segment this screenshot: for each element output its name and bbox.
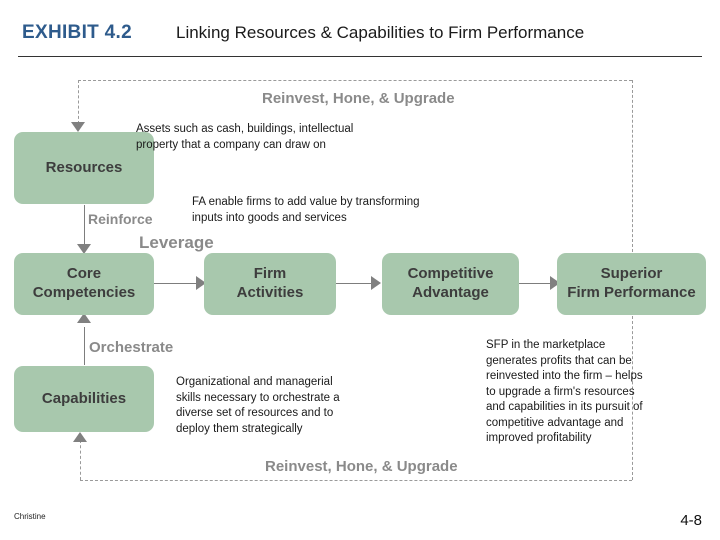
arrow-capabilities-to-core-competencies [77,313,91,323]
node-resources-label: Resources [45,158,123,176]
stage-label-reinvest-top: Reinvest, Hone, & Upgrade [262,90,455,107]
feedback-loop-arrow-into-capabilities [73,432,87,442]
arrow-core-competencies-to-firm-activities [196,276,206,290]
node-core-competencies[interactable]: Core Competencies [14,253,154,315]
annotation-capabilities-line3: diverse set of resources and to [176,407,334,420]
annotation-performance-line6: competitive advantage and [486,416,624,429]
annotation-performance-line1: SFP in the marketplace [486,339,606,351]
arrow-firm-activities-to-competitive-advantage [371,276,381,290]
annotation-performance-line3: reinvested into the firm – helps [486,370,643,383]
feedback-loop-arrow-into-resources [71,122,85,132]
stage-label-leverage: Leverage [139,233,214,252]
stage-label-reinforce: Reinforce [88,211,153,227]
annotation-capabilities: Organizational and managerial skills nec… [176,375,386,437]
node-competitive-advantage-label-line1: Competitive [407,265,494,283]
annotation-resources: Assets such as cash, buildings, intellec… [136,122,416,153]
stage-label-orchestrate: Orchestrate [89,339,174,356]
feedback-loop-bottom-rail [80,480,632,481]
feedback-loop-bottom-left-riser [80,440,81,480]
slide-header: EXHIBIT 4.2 Linking Resources & Capabili… [0,0,720,60]
annotation-firm-activities-line1: FA enable firms to add value by transfor… [192,196,420,208]
feedback-loop-top-right-riser [632,80,633,252]
footer-author: Christine [14,512,46,521]
node-superior-firm-performance-label-line1: Superior [600,265,663,283]
annotation-capabilities-line1: Organizational and managerial [176,376,333,388]
annotation-capabilities-line2: skills necessary to orchestrate a [176,391,340,404]
node-superior-firm-performance[interactable]: Superior Firm Performance [557,253,706,315]
node-competitive-advantage-label-line2: Advantage [412,284,489,301]
annotation-performance-line5: and capabilities in its pursuit of [486,401,643,414]
node-core-competencies-label-line2: Competencies [32,284,136,301]
node-capabilities[interactable]: Capabilities [14,366,154,432]
feedback-loop-bottom-right-drop [632,316,633,480]
arrow-competitive-advantage-to-superior-firm-performance [550,276,560,290]
annotation-firm-activities: FA enable firms to add value by transfor… [192,195,492,226]
page-title: Linking Resources & Capabilities to Firm… [176,23,585,42]
arrow-resources-to-core-competencies [77,244,91,254]
feedback-loop-top-rail [78,80,632,81]
connector-firm-activities-to-competitive-advantage [336,283,378,284]
node-resources[interactable]: Resources [14,132,154,204]
annotation-performance-line2: generates profits that can be [486,354,632,367]
exhibit-number-label: EXHIBIT 4.2 [22,22,132,43]
annotation-performance-line4: to upgrade a firm's resources [486,385,635,398]
annotation-superior-firm-performance: SFP in the marketplace generates profits… [486,338,696,447]
annotation-resources-line1: Assets such as cash, buildings, intellec… [136,123,354,135]
connector-competitive-advantage-to-superior-firm-performance [519,283,557,284]
header-divider [18,56,702,57]
node-core-competencies-label-line1: Core [66,265,102,283]
annotation-capabilities-line4: deploy them strategically [176,422,303,435]
connector-resources-to-core-competencies [84,205,85,247]
node-capabilities-label: Capabilities [41,389,127,407]
connector-core-competencies-to-firm-activities [154,283,204,284]
stage-label-reinvest-bottom: Reinvest, Hone, & Upgrade [265,458,458,475]
annotation-resources-line2: property that a company can draw on [136,138,326,151]
feedback-loop-top-left-drop [78,80,79,124]
node-superior-firm-performance-label-line2: Firm Performance [567,284,696,301]
annotation-performance-line7: improved profitability [486,432,592,445]
node-firm-activities[interactable]: Firm Activities [204,253,336,315]
connector-capabilities-to-core-competencies [84,327,85,365]
annotation-firm-activities-line2: inputs into goods and services [192,211,347,224]
node-firm-activities-label-line1: Firm [253,265,287,283]
footer-page-number: 4-8 [680,512,702,529]
node-competitive-advantage[interactable]: Competitive Advantage [382,253,519,315]
node-firm-activities-label-line2: Activities [236,284,304,301]
